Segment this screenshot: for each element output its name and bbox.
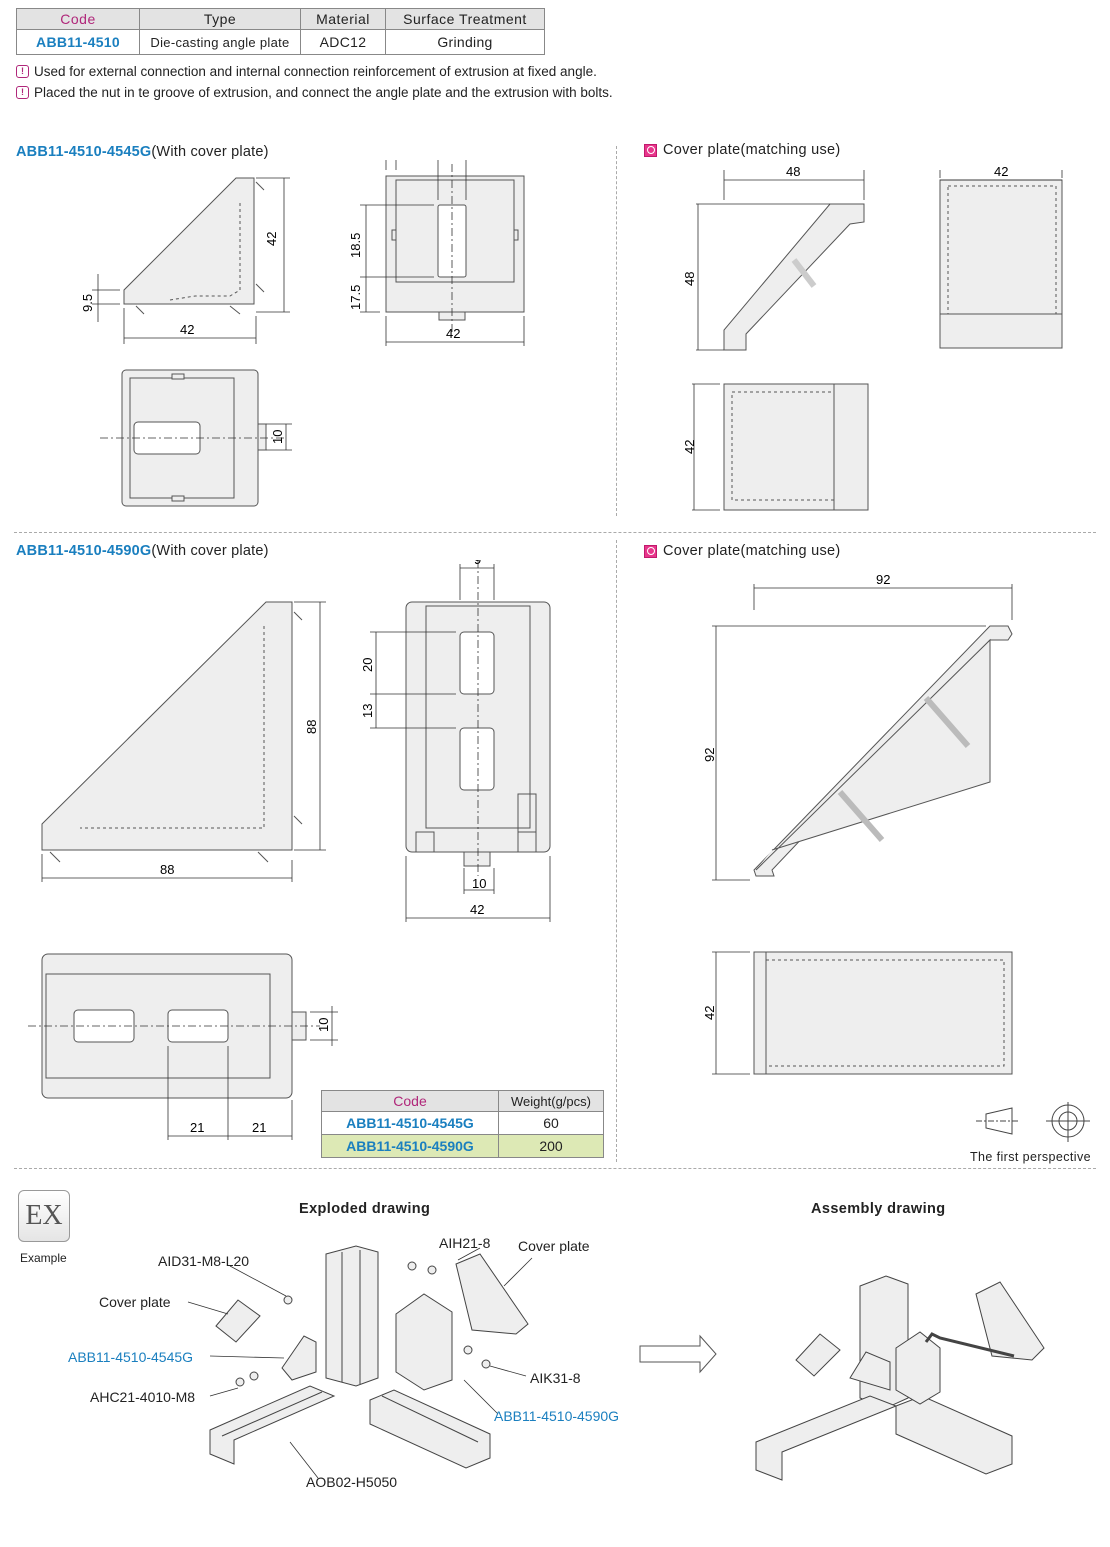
label-aid31: AID31-M8-L20 (158, 1253, 250, 1269)
dim-side-width: 42 (180, 322, 194, 337)
label-cover-left: Cover plate (99, 1294, 171, 1310)
angle-plate-side-view (123, 177, 255, 305)
cover-plate-large-top-view (753, 951, 1013, 1075)
dim-large-front-width: 42 (470, 902, 484, 917)
divider-horizontal-1 (14, 532, 1096, 533)
dim-cover1-w2: 42 (994, 164, 1008, 179)
spec-cell-type: Die-casting angle plate (139, 29, 301, 55)
assembly-cover-right (975, 1281, 1045, 1361)
first-perspective-symbol (976, 1102, 1090, 1142)
cover1-drawings: 48 48 42 42 (682, 164, 1063, 511)
label-aik31: AIK31-8 (530, 1370, 581, 1386)
weight-row: ABB11-4510-4590G 200 (321, 1134, 604, 1158)
dim-cover1-w1: 48 (786, 164, 800, 179)
cover1-title: Cover plate(matching use) (644, 142, 841, 158)
dim-side-height: 42 (264, 232, 279, 246)
dim-front-width: 42 (446, 326, 460, 341)
extrusion-left (209, 1385, 336, 1465)
label-ahc21: AHC21-4010-M8 (90, 1389, 196, 1405)
spec-cell-material: ADC12 (300, 29, 386, 55)
label-cover-right: Cover plate (518, 1238, 590, 1254)
cover-plate-top-view (723, 383, 869, 511)
divider-vertical-1 (616, 146, 617, 516)
example-caption: Example (20, 1251, 67, 1265)
label-aob02: AOB02-H5050 (306, 1474, 398, 1490)
section1-title: ABB11-4510-4545G(With cover plate) (16, 144, 269, 160)
spec-header-material: Material (300, 8, 386, 30)
section1-drawings: 42 42 9.5 3 10 18.5 17.5 42 10 (80, 160, 525, 507)
weight-table: Code Weight(g/pcs) ABB11-4510-4545G 60 A… (321, 1090, 604, 1158)
dim-large-front-b: 13 (360, 704, 375, 718)
dim-large-side-width: 88 (160, 862, 174, 877)
dim-cover1-h3: 42 (682, 440, 697, 454)
cover-plate-icon (644, 544, 657, 558)
warning-icon: ! (16, 65, 29, 78)
dim-large-front-slot: 10 (472, 876, 486, 891)
dim-cover2-h2: 42 (702, 1006, 717, 1020)
weight-header-weight: Weight(g/pcs) (498, 1090, 604, 1112)
extrusion-right (369, 1389, 491, 1469)
assembly-title: Assembly drawing (811, 1201, 946, 1217)
dim-cover1-h1: 48 (682, 272, 697, 286)
assembly-cover-left (795, 1333, 841, 1377)
cover-left (215, 1299, 261, 1343)
divider-horizontal-2 (14, 1168, 1096, 1169)
note-2: ! Placed the nut in te groove of extrusi… (16, 85, 613, 100)
assembly-plate-large (895, 1331, 941, 1405)
assembly-extrusion-left (755, 1395, 898, 1481)
plate-4590g (395, 1293, 453, 1391)
extrusion-vertical (325, 1245, 379, 1387)
spec-cell-code: ABB11-4510 (16, 29, 140, 55)
perspective-label: The first perspective (970, 1150, 1091, 1164)
dim-large-front-a: 20 (360, 658, 375, 672)
assembly-plate-small (849, 1351, 891, 1391)
dim-front-d: 17.5 (348, 285, 363, 310)
weight-header-code: Code (321, 1090, 499, 1112)
weight-row: ABB11-4510-4545G 60 (321, 1111, 604, 1135)
cover-plate-side-view (723, 203, 865, 351)
spec-cell-surface: Grinding (385, 29, 545, 55)
dim-front-c: 18.5 (348, 233, 363, 258)
section2-drawings: 88 88 9 20 13 10 42 10 21 21 (28, 560, 551, 1140)
spec-header-code: Code (16, 8, 140, 30)
dim-large-side-height: 88 (304, 720, 319, 734)
dim-large-top-slot: 10 (316, 1018, 331, 1032)
spec-header-type: Type (139, 8, 301, 30)
label-abb4545: ABB11-4510-4545G (68, 1349, 194, 1365)
assembly-extrusion-right (895, 1395, 1013, 1475)
spec-table: Code Type Material Surface Treatment ABB… (16, 8, 545, 55)
dim-side-small: 9.5 (80, 294, 95, 312)
cover-plate-icon (644, 143, 657, 157)
dim-cover2-width: 92 (876, 572, 890, 587)
plate-4545g (281, 1335, 317, 1381)
section2-title: ABB11-4510-4590G(With cover plate) (16, 543, 269, 559)
exploded-assembly-drawings (187, 1245, 1045, 1481)
dim-top-slot: 10 (270, 430, 285, 444)
spec-header-surface: Surface Treatment (385, 8, 545, 30)
dim-large-bottom-b: 21 (252, 1120, 266, 1135)
divider-vertical-2 (616, 540, 617, 1162)
angle-plate-large-side-view (41, 601, 293, 851)
label-aih21: AIH21-8 (439, 1235, 491, 1251)
cover-right (455, 1253, 529, 1335)
cover2-title: Cover plate(matching use) (644, 543, 841, 559)
note-1: ! Used for external connection and inter… (16, 64, 597, 79)
exploded-title: Exploded drawing (299, 1201, 431, 1217)
dim-cover2-height: 92 (702, 748, 717, 762)
example-badge: EX (18, 1190, 70, 1242)
label-abb4590: ABB11-4510-4590G (494, 1408, 620, 1424)
arrow-icon (639, 1334, 717, 1374)
dim-large-bottom-a: 21 (190, 1120, 204, 1135)
dim-large-front-top: 9 (474, 560, 481, 567)
cover-plate-front-view (939, 179, 1063, 349)
hex-key-icon (924, 1332, 1015, 1358)
warning-icon: ! (16, 86, 29, 99)
cover2-drawings: 92 92 42 (702, 572, 1013, 1075)
